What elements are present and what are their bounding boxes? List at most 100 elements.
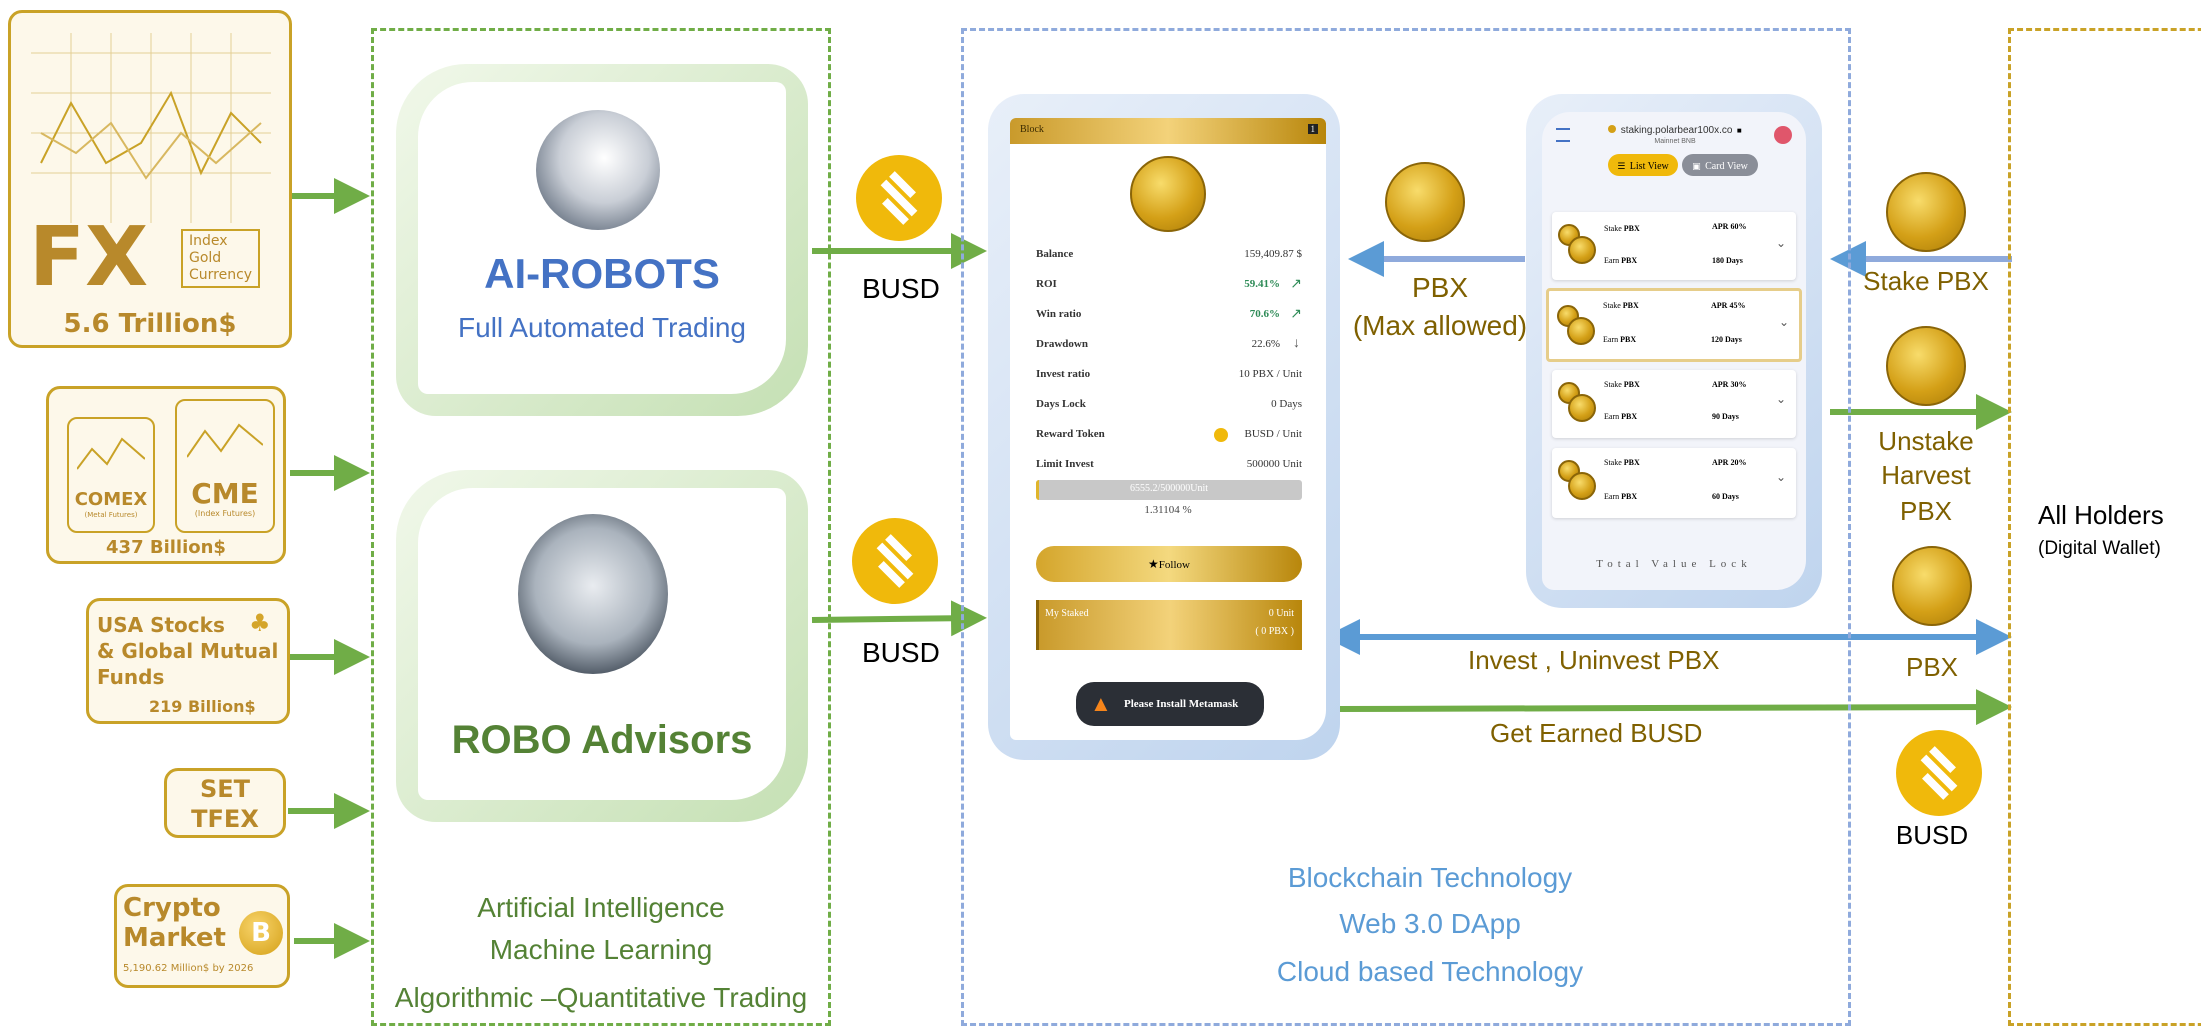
lock-icon: ■ <box>1736 126 1742 135</box>
cme-chart-graphic <box>187 423 263 458</box>
blockchain-line1: Blockchain Technology <box>1287 862 1573 893</box>
futures-market-card: COMEX (Metal Futures) CME (Index Futures… <box>46 386 286 564</box>
pbx-max-label1: PBX <box>1411 272 1469 303</box>
chevron-down-icon[interactable]: ⌄ <box>1775 236 1786 250</box>
blockchain-line3: Cloud based Technology <box>1276 956 1584 987</box>
holders-title: All Holders <box>2038 500 2164 530</box>
pool-stake: Stake PBX <box>1604 224 1640 233</box>
invest-label: Invest , Uninvest PBX <box>1468 645 1720 675</box>
crypto-value: 5,190.62 Million$ by 2026 <box>123 963 254 974</box>
chevron-down-icon[interactable]: ⌄ <box>1775 392 1786 406</box>
row-label: Limit Invest <box>1036 458 1094 470</box>
crypto-line2: Market <box>123 923 226 953</box>
robo-advisors-panel: ROBO Advisors <box>396 470 808 822</box>
pool-earn: Earn PBX <box>1604 256 1637 265</box>
my-staked-pbx: ( 0 PBX ) <box>1255 626 1294 637</box>
pool-days: 60 Days <box>1712 492 1739 501</box>
arrow-busd-bottom <box>811 600 987 637</box>
ai-footer-line2: Machine Learning <box>489 934 713 965</box>
follow-button[interactable]: ★Follow <box>1036 546 1302 582</box>
busd-label-top: BUSD <box>862 273 940 304</box>
cme-sub: (Index Futures) <box>194 509 256 518</box>
site-logo-icon <box>1608 125 1617 133</box>
install-metamask-button[interactable]: ▲ Please Install Metamask <box>1076 682 1264 726</box>
avatar[interactable] <box>1774 126 1792 144</box>
comex-box: COMEX (Metal Futures) <box>67 417 155 533</box>
crypto-market-card: Crypto Market B 5,190.62 Million$ by 202… <box>114 884 290 988</box>
card-view-button[interactable]: ▣ Card View <box>1682 154 1758 176</box>
ai-robots-title: AI-ROBOTS <box>484 250 720 297</box>
pool-token-icon <box>1568 394 1596 422</box>
chevron-down-icon[interactable]: ⌄ <box>1775 470 1786 484</box>
pool-apr: APR 45% <box>1711 301 1746 310</box>
busd-coin-top <box>856 155 942 241</box>
row-value: 59.41% <box>1244 278 1280 290</box>
pool-apr: APR 20% <box>1712 458 1747 467</box>
my-staked-units: 0 Unit <box>1268 608 1294 619</box>
row-value: 10 PBX / Unit <box>1238 368 1302 380</box>
pool-stake-label: Stake <box>1604 458 1622 467</box>
list-view-button[interactable]: ☰ List View <box>1608 154 1678 176</box>
arrow-down-icon: ↓ <box>1293 336 1300 351</box>
ai-robots-panel: AI-ROBOTS Full Automated Trading <box>396 64 808 416</box>
pool-earn-token: PBX <box>1621 492 1638 501</box>
pool-earn-token: PBX <box>1620 335 1637 344</box>
fx-sub-gold: Gold <box>189 250 222 266</box>
pbx-max-label2: (Max allowed) <box>1352 310 1528 341</box>
progress-percent: 1.31104 % <box>1144 504 1192 516</box>
pool-stake-label: Stake <box>1603 301 1621 310</box>
pbx-coin-stake <box>1886 172 1966 252</box>
chevron-down-icon[interactable]: ⌄ <box>1778 315 1789 329</box>
pbx-coin-unstake <box>1886 326 1966 406</box>
trophy-icon: ♣ <box>249 609 271 637</box>
set-tfex-card: SET TFEX <box>164 768 286 838</box>
usa-line1: USA Stocks <box>97 613 225 637</box>
invest-progress-fill <box>1036 480 1040 500</box>
unstake-label3: PBX <box>1899 496 1953 526</box>
pool-card[interactable]: Stake PBX Earn PBX APR 60% 180 Days ⌄ <box>1552 212 1796 280</box>
pool-card[interactable]: Stake PBX Earn PBX APR 30% 90 Days ⌄ <box>1552 370 1796 438</box>
pool-stake: Stake PBX <box>1603 301 1639 310</box>
dapp-header-text: Block <box>1020 124 1044 135</box>
dapp-header-badge: 1 <box>1307 124 1318 134</box>
pool-token-icon <box>1567 317 1595 345</box>
fx-chart-graphic <box>31 33 271 223</box>
pool-card[interactable]: Stake PBX Earn PBX APR 20% 60 Days ⌄ <box>1552 448 1796 518</box>
unstake-label1: Unstake <box>1878 426 1974 456</box>
robo-advisors-title: ROBO Advisors <box>451 718 753 762</box>
dapp-staking-screen: staking.polarbear100x.co ■ Mainnet BNB ☰… <box>1542 112 1806 590</box>
invest-progress-bar: 6555.2/500000Unit <box>1036 480 1302 500</box>
metamask-label: Please Install Metamask <box>1124 698 1239 710</box>
fx-sub-currency: Currency <box>189 267 253 283</box>
bitcoin-icon: B <box>239 911 283 955</box>
ai-trading-region <box>371 28 831 1026</box>
pool-apr: APR 30% <box>1712 380 1747 389</box>
busd-icon <box>1920 746 1958 800</box>
dapp-pbx-logo <box>1130 156 1206 232</box>
row-label: Win ratio <box>1036 308 1082 320</box>
busd-icon <box>876 534 914 588</box>
hamburger-menu-icon[interactable] <box>1556 128 1570 142</box>
set-line2: TFEX <box>191 805 259 833</box>
pool-earn-label: Earn <box>1604 412 1620 421</box>
pool-stake-label: Stake <box>1604 380 1622 389</box>
pool-token-icon <box>1568 472 1596 500</box>
list-icon: ☰ <box>1617 161 1626 171</box>
row-value: 22.6% <box>1251 338 1280 350</box>
blockchain-line2: Web 3.0 DApp <box>1339 908 1521 939</box>
row-label: ROI <box>1036 278 1057 290</box>
pool-earn-label: Earn <box>1603 335 1619 344</box>
pool-stake-token: PBX <box>1623 380 1640 389</box>
dapp-header-bar: Block 1 <box>1010 118 1326 144</box>
row-label: Drawdown <box>1036 338 1088 350</box>
cme-box: CME (Index Futures) <box>175 399 275 533</box>
url-bar[interactable]: staking.polarbear100x.co ■ Mainnet BNB <box>1600 120 1750 145</box>
comex-name: COMEX <box>74 489 148 510</box>
pool-earn: Earn PBX <box>1604 412 1637 421</box>
crypto-line1: Crypto <box>123 893 221 923</box>
pool-card[interactable]: Stake PBX Earn PBX APR 45% 120 Days ⌄ <box>1546 288 1802 362</box>
busd-right-label: BUSD <box>1895 820 1969 850</box>
